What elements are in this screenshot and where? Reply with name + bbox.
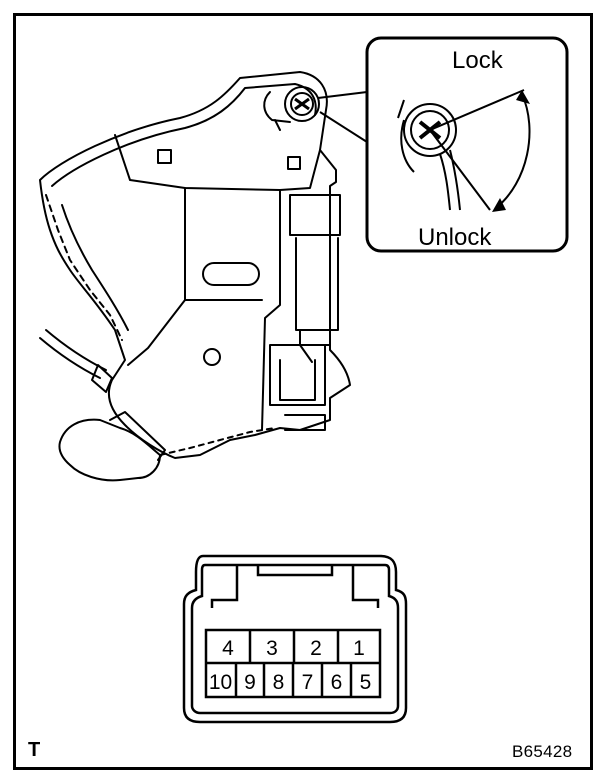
- lock-arrowhead: [516, 90, 530, 104]
- inset-detail: [317, 36, 569, 253]
- pin-number: 9: [244, 671, 256, 694]
- pin-number: 3: [266, 637, 278, 660]
- pin-number: 8: [272, 671, 285, 694]
- lock-plate: [114, 134, 321, 191]
- unlock-arrowhead: [492, 198, 506, 212]
- figure-id: B65428: [512, 742, 573, 761]
- lock-housing-inner: [51, 83, 317, 187]
- lock-screw: [284, 86, 320, 122]
- lock-label: Lock: [452, 47, 503, 74]
- unlock-label: Unlock: [418, 224, 492, 251]
- pin-number: 4: [222, 637, 234, 660]
- pin-number: 5: [359, 671, 372, 694]
- pin-number: 7: [301, 671, 314, 694]
- cable-connector: [58, 418, 161, 482]
- pin-number: 6: [330, 671, 343, 694]
- lock-housing-outline: [39, 71, 351, 459]
- pin-number: 10: [208, 671, 233, 694]
- pin-number: 2: [310, 637, 322, 660]
- connector-diagram: [182, 554, 408, 724]
- corner-label: T: [28, 739, 41, 761]
- rotation-arc: [495, 93, 531, 209]
- pin-number: 1: [353, 637, 365, 660]
